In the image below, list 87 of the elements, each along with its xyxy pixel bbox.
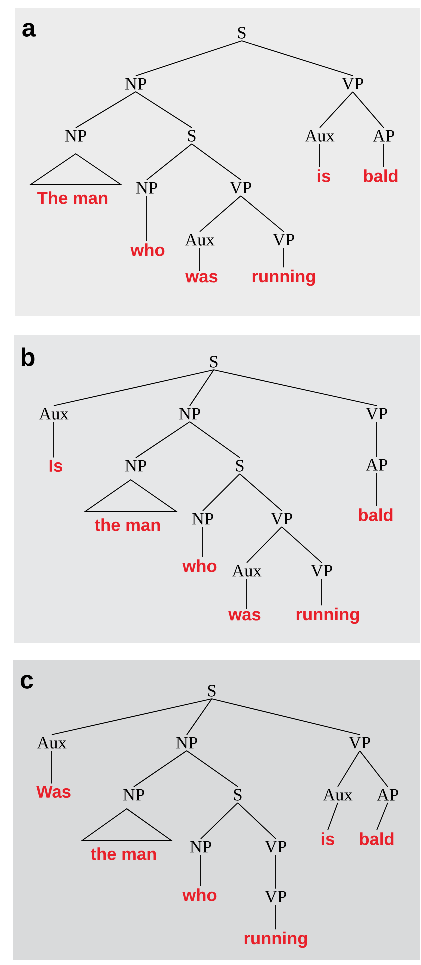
- tree-branch: [200, 854, 202, 887]
- tree-branch: [134, 750, 188, 788]
- category-label: VP: [342, 78, 364, 90]
- tree-branch: [200, 802, 238, 840]
- category-label: NP: [190, 841, 212, 853]
- tree-branch: [202, 526, 204, 558]
- category-label: Aux: [232, 565, 262, 577]
- word: Was: [36, 786, 71, 798]
- category-label: NP: [176, 737, 198, 749]
- word: who: [182, 560, 217, 572]
- tree-branch: [186, 750, 238, 788]
- tree-branch: [376, 472, 378, 507]
- tree-branch: [190, 370, 214, 407]
- category-label: NP: [65, 130, 86, 142]
- tree-branch: [240, 474, 282, 512]
- category-label: VP: [273, 234, 294, 246]
- word: was: [228, 611, 261, 621]
- tree-branch: [328, 802, 338, 831]
- tree-branch: [146, 144, 192, 181]
- word: bald: [360, 832, 394, 846]
- category-label: NP: [192, 513, 214, 525]
- word: is: [322, 832, 334, 846]
- tree-branch: [192, 144, 242, 180]
- category-label: NP: [179, 408, 200, 420]
- category-label: Aux: [323, 789, 353, 801]
- word: running: [244, 932, 308, 948]
- tree-branch: [212, 698, 360, 736]
- tree-branch: [320, 92, 354, 128]
- word: was: [186, 273, 218, 283]
- category-label: NP: [136, 182, 158, 194]
- category-label: NP: [123, 789, 144, 801]
- category-label: S: [188, 130, 196, 142]
- category-label: S: [210, 356, 218, 368]
- word: the man: [90, 848, 156, 860]
- tree-branch: [246, 578, 248, 610]
- tree-branch: [136, 421, 190, 459]
- word: running: [296, 608, 360, 624]
- category-label: S: [236, 460, 244, 472]
- word: Is: [50, 460, 63, 472]
- category-label: VP: [366, 408, 388, 420]
- tree-branch: [190, 421, 240, 458]
- category-label: Aux: [37, 737, 67, 749]
- category-label: Aux: [39, 408, 69, 420]
- category-label: Aux: [185, 234, 215, 246]
- word: is: [318, 170, 331, 182]
- category-label: AP: [373, 130, 394, 142]
- tree-branch: [136, 40, 242, 77]
- tree-branch: [238, 802, 276, 840]
- word: the man: [94, 518, 160, 532]
- tree-branch: [246, 526, 282, 564]
- tree-branch: [186, 698, 212, 736]
- tree-branch: [54, 370, 214, 406]
- word: The man: [38, 192, 108, 204]
- tree-branch: [360, 750, 388, 788]
- category-label: VP: [349, 737, 370, 749]
- category-label: AP: [377, 789, 398, 801]
- category-label: S: [238, 27, 246, 39]
- word: bald: [364, 170, 398, 182]
- category-label: VP: [230, 182, 252, 194]
- category-label: VP: [265, 891, 286, 903]
- word: running: [252, 270, 316, 286]
- tree-branch: [202, 474, 240, 512]
- tree-branch: [352, 92, 384, 128]
- tree-branch: [214, 370, 378, 406]
- tree-branch: [240, 196, 284, 232]
- category-label: Aux: [305, 130, 335, 142]
- tree-branch: [76, 92, 136, 129]
- word: who: [130, 244, 165, 256]
- tree-branch: [338, 750, 360, 788]
- category-label: VP: [271, 513, 292, 525]
- word: bald: [359, 508, 393, 522]
- category-label: AP: [366, 459, 388, 471]
- tree-branch: [242, 40, 354, 76]
- category-label: VP: [265, 841, 286, 853]
- tree-branch: [376, 802, 388, 831]
- category-label: VP: [311, 565, 332, 577]
- tree-branch: [136, 92, 192, 128]
- tree-branch: [146, 196, 148, 242]
- tree-branch: [52, 698, 212, 736]
- category-label: NP: [125, 78, 146, 90]
- category-label: NP: [125, 460, 146, 472]
- category-label: S: [234, 789, 242, 801]
- category-label: S: [208, 685, 216, 697]
- word: who: [182, 888, 217, 902]
- tree-branch: [282, 526, 322, 564]
- tree-branch: [200, 196, 242, 232]
- tree-branch: [376, 422, 378, 458]
